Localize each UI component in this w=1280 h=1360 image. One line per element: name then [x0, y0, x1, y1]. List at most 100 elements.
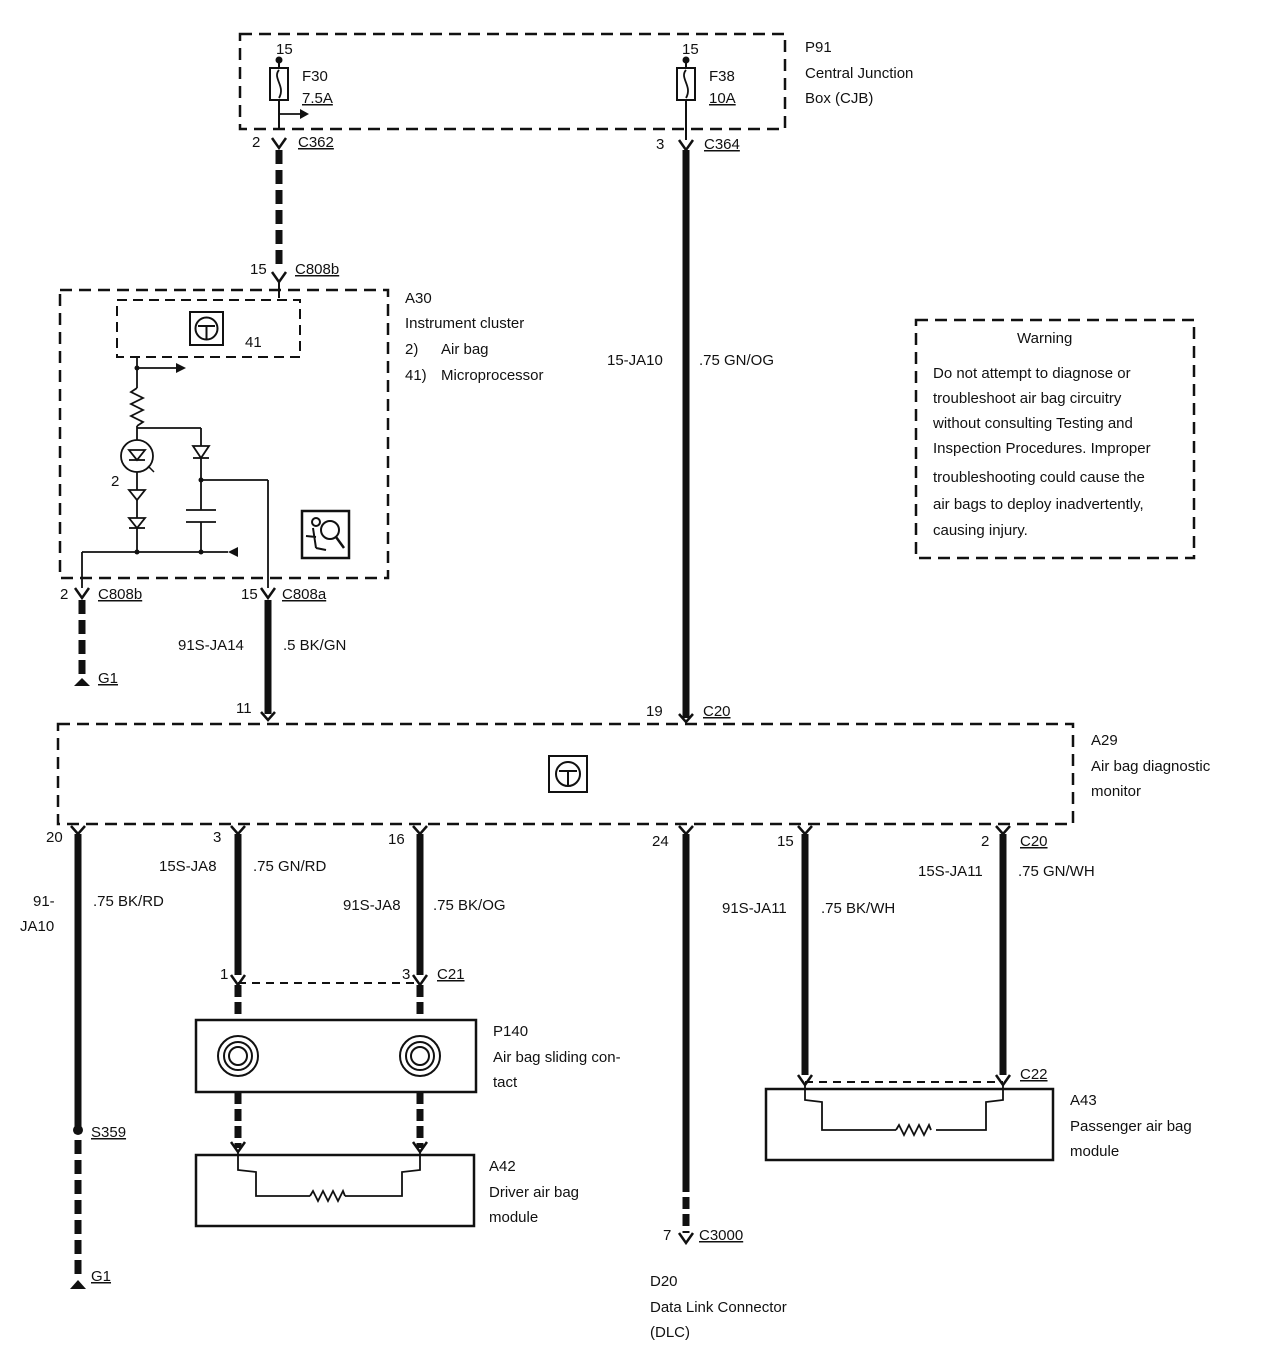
wire-15-ja10-spec: .75 GN/OG — [699, 352, 774, 369]
wire-15s-ja8-spec: .75 GN/RD — [253, 858, 327, 875]
c364-pin: 3 — [656, 136, 664, 153]
a29-line2: monitor — [1091, 783, 1141, 800]
p91-line1: Central Junction — [805, 65, 913, 82]
a29-pin-connectors — [70, 825, 1011, 836]
a29-pin-2: 2 — [981, 833, 989, 850]
sliding-contact-box — [194, 1018, 478, 1094]
a43-line1: Passenger air bag — [1070, 1118, 1192, 1135]
diagnostic-monitor-icon — [548, 755, 588, 793]
sliding-contact-coil-icon — [217, 1035, 441, 1077]
a42-line2: module — [489, 1209, 538, 1226]
d20-line1: Data Link Connector — [650, 1299, 787, 1316]
driver-airbag-module-box — [194, 1153, 476, 1228]
p91-id: P91 — [805, 39, 832, 56]
c808a-connector-icon — [259, 587, 277, 601]
f30-pin: 15 — [276, 41, 293, 58]
wire-15s-ja8-circuit: 15S-JA8 — [159, 858, 217, 875]
instrument-cluster-box — [58, 288, 390, 580]
a43-id: A43 — [1070, 1092, 1097, 1109]
c3000-name: C3000 — [699, 1227, 743, 1244]
p140-line1: Air bag sliding con- — [493, 1049, 621, 1066]
f38-pin: 15 — [682, 41, 699, 58]
passenger-airbag-module-box — [764, 1087, 1055, 1162]
warning-title: Warning — [1017, 330, 1072, 347]
c808a-name: C808a — [282, 586, 327, 603]
f38-name: F38 — [709, 68, 735, 85]
c362-pin: 2 — [252, 134, 260, 151]
airbag-warning-icon — [300, 509, 351, 560]
c22-name: C22 — [1020, 1066, 1048, 1083]
warning-line-6: air bags to deploy inadvertently, — [933, 496, 1144, 513]
warning-line-1: Do not attempt to diagnose or — [933, 365, 1131, 382]
airbag-lamp-num: 2 — [111, 473, 119, 490]
wire-91s-ja14-pin: 11 — [236, 700, 252, 717]
c21-pin-1: 1 — [220, 966, 228, 983]
microprocessor-box — [116, 299, 301, 358]
cluster-output-arrow-icon — [176, 363, 186, 373]
p140-line2: tact — [493, 1074, 518, 1091]
wire-15s-ja11-circuit: 15S-JA11 — [918, 863, 983, 880]
splice-s359-icon — [73, 1125, 83, 1135]
p140-id: P140 — [493, 1023, 528, 1040]
cjb-box — [238, 32, 787, 131]
ground-g1-top-icon — [74, 678, 90, 686]
c808b-top-pin: 15 — [250, 261, 267, 278]
a43-line2: module — [1070, 1143, 1119, 1160]
a30-title: Instrument cluster — [405, 315, 524, 332]
f38-rating: 10A — [709, 90, 736, 107]
warning-line-3: without consulting Testing and — [932, 415, 1133, 432]
c362-connector-icon — [270, 137, 288, 151]
p91-line2: Box (CJB) — [805, 90, 873, 107]
wire-91s-ja8-spec: .75 BK/OG — [433, 897, 506, 914]
wire-15-ja10-circuit: 15-JA10 — [607, 352, 663, 369]
c808b-top-connector-icon — [270, 271, 288, 285]
wire-91s-ja11-circuit: 91S-JA11 — [722, 900, 787, 917]
wire-15s-ja11-spec: .75 GN/WH — [1018, 863, 1095, 880]
c808b-bot-connector-icon — [73, 587, 91, 601]
d20-id: D20 — [650, 1273, 678, 1290]
ground-g1-bot-icon — [70, 1280, 86, 1289]
warning-line-2: troubleshoot air bag circuitry — [933, 390, 1122, 407]
microprocessor-icon — [189, 311, 224, 346]
wire-91-ja10-circuit2: JA10 — [20, 918, 54, 935]
fuse-f38 — [676, 56, 696, 140]
microprocessor-num: 41 — [245, 334, 262, 351]
g1-bot-label: G1 — [91, 1268, 111, 1285]
f30-name: F30 — [302, 68, 328, 85]
s359-label: S359 — [91, 1124, 126, 1141]
c20-top-name: C20 — [703, 703, 731, 720]
c364-connector-icon — [677, 139, 695, 153]
a29-pin-20: 20 — [46, 829, 63, 846]
wire-91s-ja14-spec: .5 BK/GN — [283, 637, 346, 654]
c808b-bot-name: C808b — [98, 586, 142, 603]
passenger-airbag-squib-icon — [804, 1085, 1004, 1138]
c808b-bot-pin: 2 — [60, 586, 68, 603]
a29-pin-15: 15 — [777, 833, 794, 850]
c3000-connector-icon — [677, 1232, 695, 1246]
wire-91s-ja14-circuit: 91S-JA14 — [178, 637, 244, 654]
c21-name: C21 — [437, 966, 465, 983]
wire-91-ja10-spec: .75 BK/RD — [93, 893, 164, 910]
a30-item1-num: 2) — [405, 341, 418, 358]
diagnostic-monitor-box — [56, 722, 1075, 826]
warning-box — [914, 318, 1196, 560]
warning-line-5: troubleshooting could cause the — [933, 469, 1145, 486]
c808a-pin: 15 — [241, 586, 258, 603]
wire-91s-ja11-spec: .75 BK/WH — [821, 900, 895, 917]
warning-line-4: Inspection Procedures. Improper — [933, 440, 1151, 457]
cluster-ground-arrow-icon — [228, 547, 238, 557]
a42-id: A42 — [489, 1158, 516, 1175]
c362-name: C362 — [298, 134, 334, 151]
fuse-f30 — [269, 56, 309, 130]
c20-top-pin: 19 — [646, 703, 663, 720]
c808b-top-name: C808b — [295, 261, 339, 278]
wire-91-ja10-circuit1: 91- — [33, 893, 55, 910]
a30-item2: Microprocessor — [441, 367, 544, 384]
driver-airbag-squib-icon — [237, 1152, 421, 1204]
g1-top-label: G1 — [98, 670, 118, 687]
a30-item2-num: 41) — [405, 367, 427, 384]
a29-c20-name: C20 — [1020, 833, 1048, 850]
c21-pin-3: 3 — [402, 966, 410, 983]
f30-rating: 7.5A — [302, 90, 333, 107]
